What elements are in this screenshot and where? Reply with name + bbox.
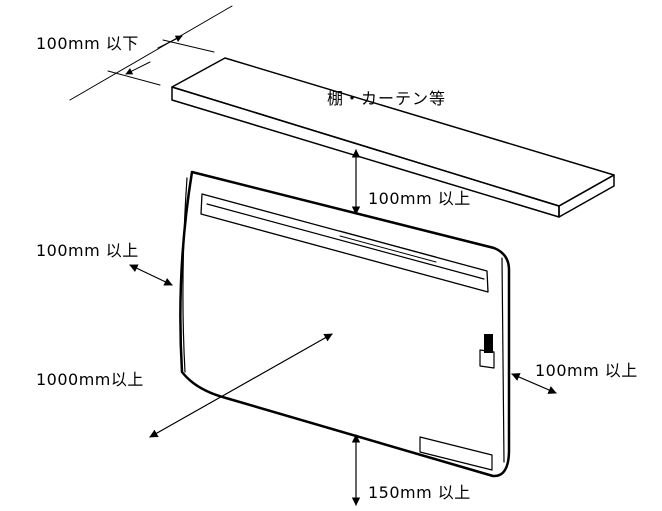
shelf-board: [171, 57, 615, 218]
right-clearance-arrow: [511, 373, 557, 394]
heater-panel: [179, 170, 511, 478]
shelf-gap-label: 100mm 以上: [368, 189, 471, 208]
left-clearance-arrow: [129, 264, 173, 286]
top-clearance-dimension: [69, 5, 233, 101]
front-clearance-label: 1000mm以上: [36, 370, 144, 389]
shelf-label: 棚・カーテン等: [327, 89, 447, 108]
front-clearance-arrow: [149, 333, 333, 438]
bottom-clearance-label: 150mm 以上: [368, 483, 471, 502]
right-clearance-label: 100mm 以上: [535, 361, 638, 380]
top-clearance-label: 100mm 以下: [36, 34, 139, 53]
left-clearance-label: 100mm 以上: [36, 241, 139, 260]
